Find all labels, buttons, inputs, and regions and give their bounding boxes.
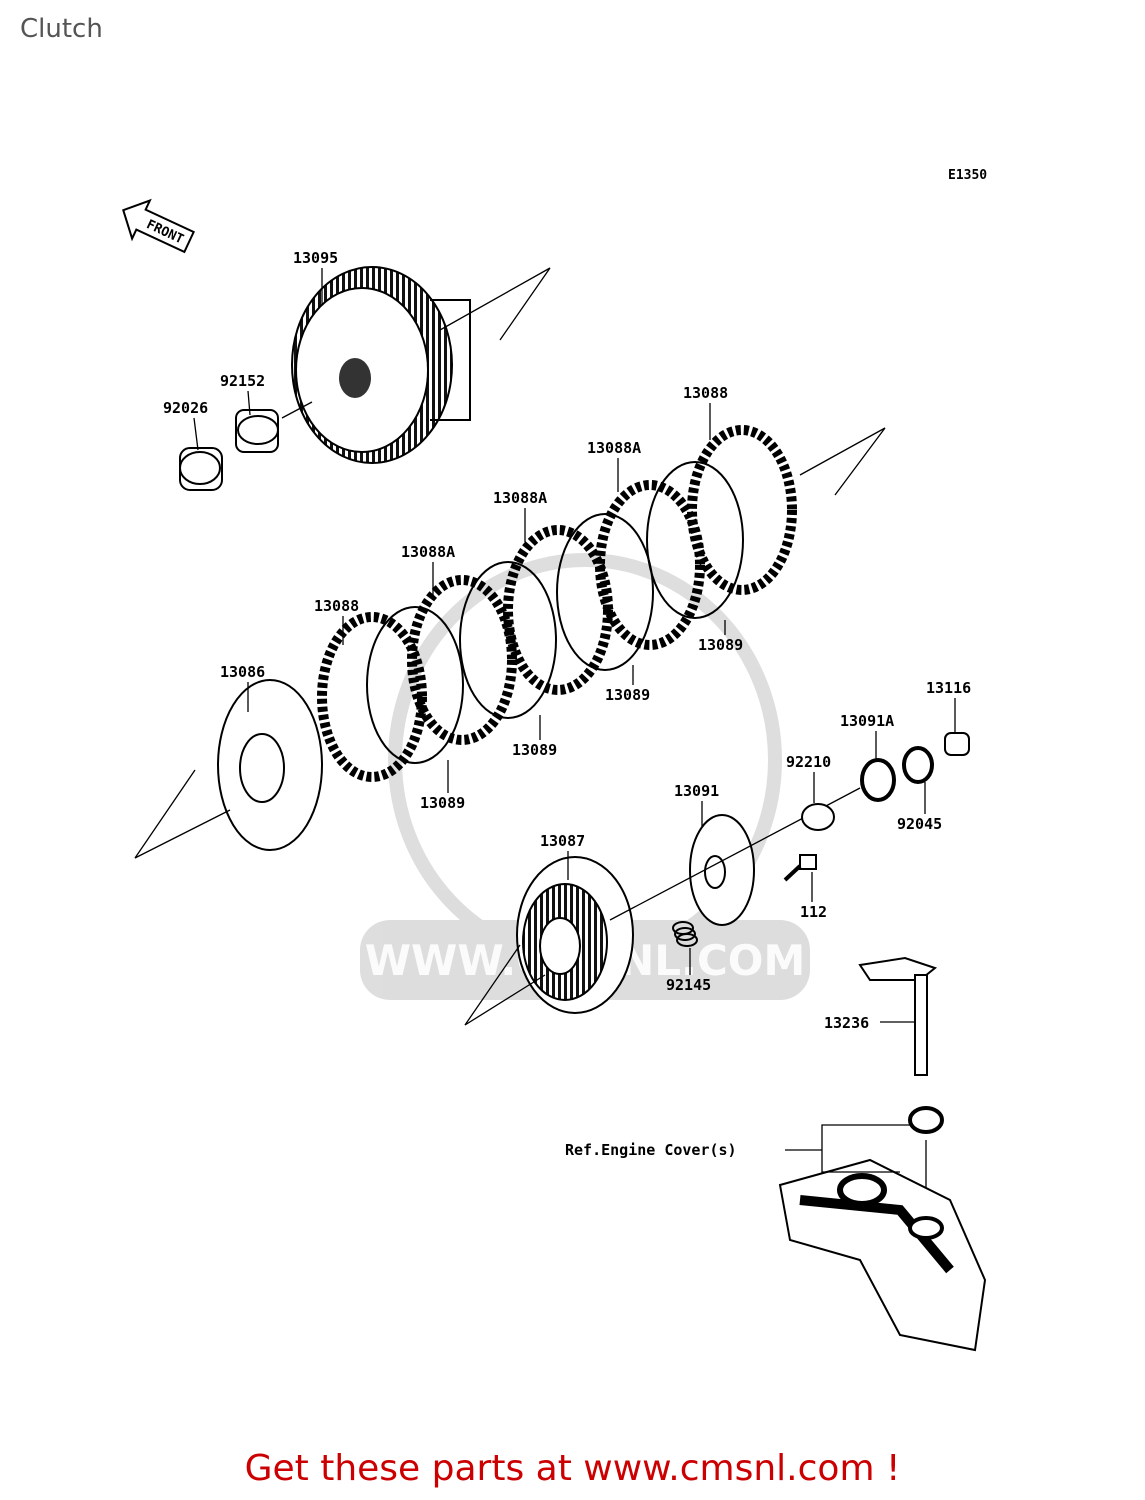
release-shaft — [858, 956, 938, 1076]
pin — [944, 732, 970, 756]
footer-link[interactable]: Get these parts at www.cmsnl.com ! — [244, 1448, 901, 1489]
part-label-13095[interactable]: 13095 — [293, 249, 338, 267]
clutch-housing — [291, 266, 471, 464]
oil-seal — [908, 1106, 944, 1134]
part-label-13088-bottom[interactable]: 13088 — [314, 597, 359, 615]
front-arrow-icon: FRONT — [122, 198, 195, 254]
part-label-13087[interactable]: 13087 — [540, 832, 585, 850]
part-label-92026[interactable]: 92026 — [163, 399, 208, 417]
part-label-13089-1[interactable]: 13089 — [698, 636, 743, 654]
part-label-92045[interactable]: 92045 — [897, 815, 942, 833]
bearing-holder — [860, 758, 896, 802]
clutch-exploded-diagram: WWW.CMSNL.COM FRONT — [122, 198, 987, 1352]
engine-cover — [778, 1158, 987, 1352]
page-title: Clutch — [20, 14, 103, 44]
part-label-13091A[interactable]: 13091A — [840, 712, 894, 730]
leader-bush — [281, 401, 313, 419]
diagram-code: E1350 — [948, 168, 988, 183]
part-labels: 13095 92152 92026 13088 13088A 13088A 13… — [163, 249, 971, 1032]
bush — [235, 409, 279, 453]
part-label-92145[interactable]: 92145 — [666, 976, 711, 994]
part-label-13089-3[interactable]: 13089 — [512, 741, 557, 759]
spring — [672, 921, 698, 947]
part-label-13089-4[interactable]: 13089 — [420, 794, 465, 812]
part-label-13088A-2[interactable]: 13088A — [493, 489, 547, 507]
clutch-hub — [516, 856, 634, 1014]
collar — [179, 447, 223, 491]
part-label-13088-top[interactable]: 13088 — [683, 384, 728, 402]
leader-ref-cover — [785, 1124, 910, 1173]
part-label-13091[interactable]: 13091 — [674, 782, 719, 800]
nut — [801, 803, 835, 831]
leader-housing — [439, 267, 551, 341]
part-label-13089-2[interactable]: 13089 — [605, 686, 650, 704]
part-label-13088A-3[interactable]: 13088A — [401, 543, 455, 561]
clutch-plates — [317, 425, 797, 782]
leader-pressure-plate — [134, 769, 231, 859]
leader-clutch-hub — [464, 944, 546, 1026]
part-label-92210[interactable]: 92210 — [786, 753, 831, 771]
bearing — [902, 746, 934, 784]
part-label-112[interactable]: 112 — [800, 903, 827, 921]
leader-plates — [799, 427, 886, 496]
part-label-13116[interactable]: 13116 — [926, 679, 971, 697]
part-label-13088A-1[interactable]: 13088A — [587, 439, 641, 457]
ref-engine-cover-label: Ref.Engine Cover(s) — [565, 1141, 737, 1159]
pressure-plate — [217, 679, 323, 851]
clutch-plate-13091 — [689, 814, 755, 926]
part-label-13086[interactable]: 13086 — [220, 663, 265, 681]
bolt — [783, 854, 817, 882]
part-label-13236[interactable]: 13236 — [824, 1014, 869, 1032]
part-label-92152[interactable]: 92152 — [220, 372, 265, 390]
